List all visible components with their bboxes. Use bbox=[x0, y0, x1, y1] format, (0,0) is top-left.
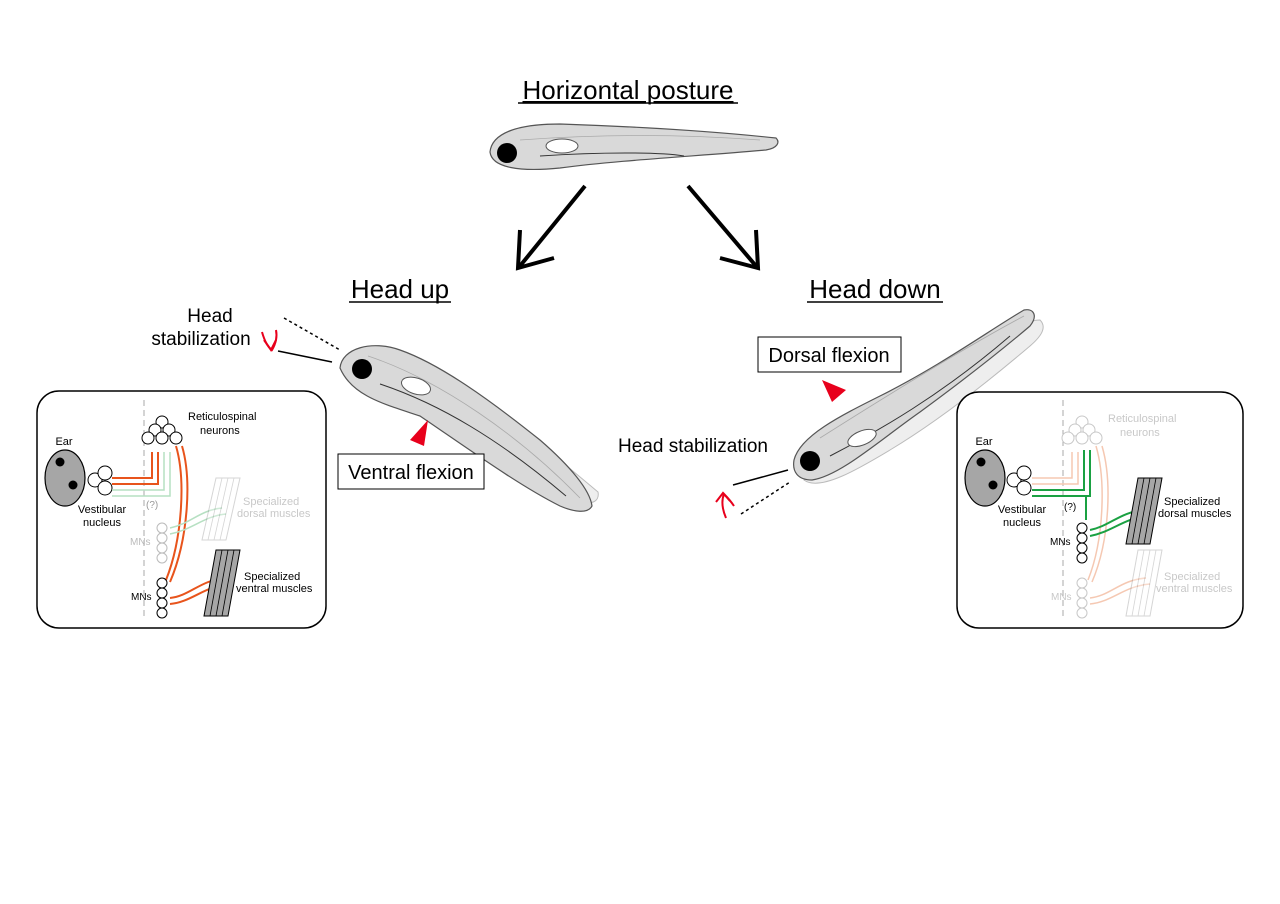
red-rotation-arrowhead-right bbox=[715, 491, 731, 503]
inset-head-down: Ear Vestibular nucleus Reticulospinal ne… bbox=[956, 391, 1244, 629]
reticulospinal-label-right-1: Reticulospinal bbox=[1108, 413, 1176, 425]
mns-bottom-label-right: MNs bbox=[1051, 592, 1072, 603]
title-horizontal-posture: Horizontal posture bbox=[523, 75, 734, 105]
arrow-to-head-up bbox=[515, 184, 587, 271]
vestibular-label-right-2: nucleus bbox=[1003, 517, 1041, 529]
ear-label-left: Ear bbox=[55, 436, 72, 448]
vestibular-label-left-2: nucleus bbox=[83, 517, 121, 529]
title-head-up: Head up bbox=[351, 274, 449, 304]
dorsal-muscles-label-right-2: dorsal muscles bbox=[1158, 508, 1232, 520]
fish-horizontal bbox=[489, 123, 779, 171]
head-stabilization-left-line2: stabilization bbox=[151, 329, 250, 350]
ventral-muscles-label-right-2: ventral muscles bbox=[1156, 583, 1233, 595]
mns-bottom-label-left: MNs bbox=[131, 592, 152, 603]
reticulospinal-label-right-2: neurons bbox=[1120, 427, 1160, 439]
dorsal-muscles-label-right-1: Specialized bbox=[1164, 496, 1220, 508]
head-stabilization-right: Head stabilization bbox=[618, 436, 768, 457]
red-arrowhead-ventral bbox=[410, 420, 428, 446]
dorsal-muscles-label-left-2: dorsal muscles bbox=[237, 508, 311, 520]
dorsal-flexion-box bbox=[757, 336, 902, 373]
head-axis-dotted-left bbox=[283, 317, 341, 351]
ventral-muscles-label-right-1: Specialized bbox=[1164, 571, 1220, 583]
fish-head-up bbox=[339, 345, 593, 512]
ear-left bbox=[44, 449, 86, 507]
question-right: (?) bbox=[1064, 502, 1076, 513]
inset-head-up: Ear Vestibular nucleus Reticulospinal ne… bbox=[36, 390, 327, 629]
mns-top-label-left: MNs bbox=[130, 537, 151, 548]
ventral-flexion-label: Ventral flexion bbox=[348, 462, 474, 484]
ear-right bbox=[964, 449, 1006, 507]
head-axis-solid-left bbox=[277, 350, 333, 363]
head-axis-solid-right bbox=[732, 469, 789, 486]
head-stabilization-left-line1: Head bbox=[187, 306, 232, 327]
ventral-muscles-label-left-1: Specialized bbox=[244, 571, 300, 583]
ventral-muscles-label-left-2: ventral muscles bbox=[236, 583, 313, 595]
ear-label-right: Ear bbox=[975, 436, 992, 448]
reticulospinal-label-left-2: neurons bbox=[200, 425, 240, 437]
question-left: (?) bbox=[146, 500, 158, 511]
red-rotation-arrowhead-left bbox=[263, 339, 277, 352]
red-arrowhead-dorsal bbox=[822, 380, 846, 402]
fish-head-down bbox=[793, 309, 1035, 481]
arrow-to-head-down bbox=[686, 184, 761, 271]
title-head-down: Head down bbox=[809, 274, 941, 304]
vestibular-label-left-1: Vestibular bbox=[78, 504, 127, 516]
dorsal-muscles-label-left-1: Specialized bbox=[243, 496, 299, 508]
head-axis-dotted-right bbox=[740, 481, 791, 515]
reticulospinal-label-left-1: Reticulospinal bbox=[188, 411, 256, 423]
vestibular-label-right-1: Vestibular bbox=[998, 504, 1047, 516]
mns-top-label-right: MNs bbox=[1050, 537, 1071, 548]
ventral-flexion-box bbox=[337, 453, 485, 490]
dorsal-flexion-label: Dorsal flexion bbox=[768, 345, 889, 367]
